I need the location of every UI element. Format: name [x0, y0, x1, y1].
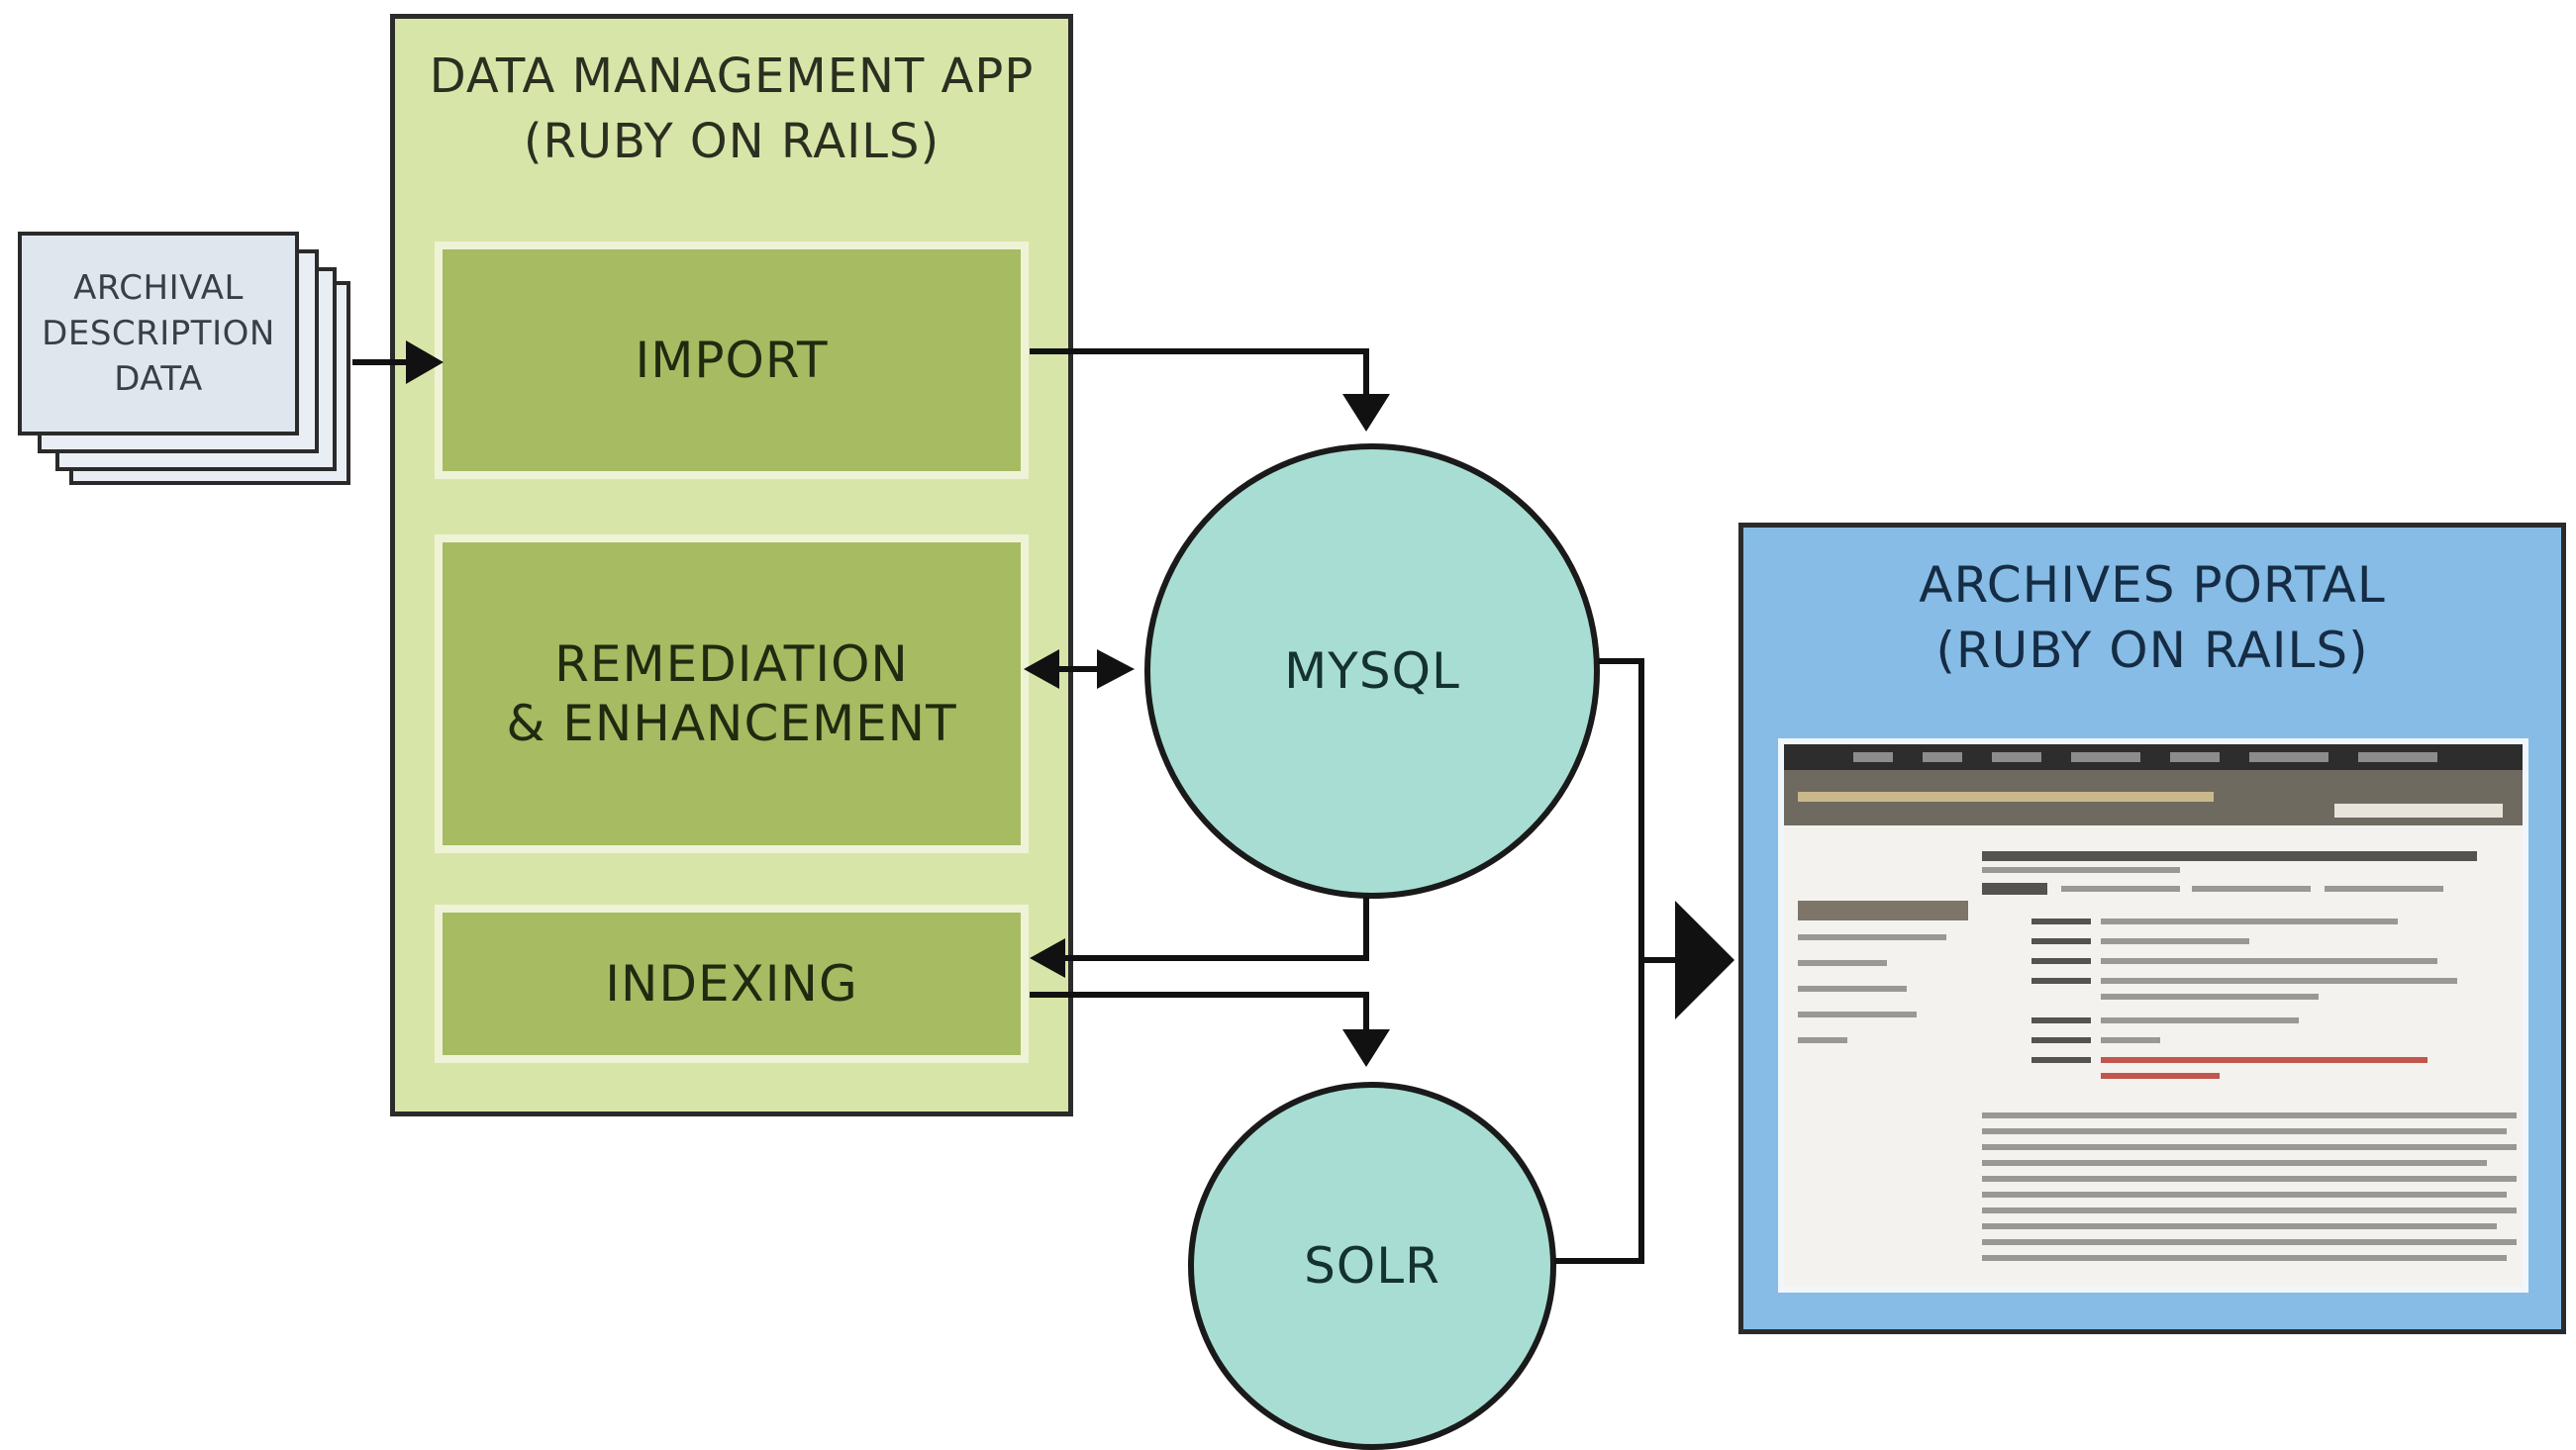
portal-title-line-1: ARCHIVES PORTAL — [1919, 556, 2386, 614]
mysql-label: MYSQL — [1284, 642, 1460, 700]
import-label: IMPORT — [635, 332, 829, 389]
solr-label: SOLR — [1304, 1237, 1440, 1295]
indexing-module: INDEXING — [435, 905, 1029, 1063]
solr-search-index: SOLR — [1188, 1082, 1556, 1450]
bracket-stores-to-portal — [1554, 658, 1644, 1264]
app-title-line-2: (RUBY ON RAILS) — [523, 114, 941, 169]
screenshot-banner — [1784, 770, 2523, 825]
data-management-app-title: DATA MANAGEMENT APP (RUBY ON RAILS) — [390, 44, 1073, 174]
source-label-line-3: DATA — [114, 359, 203, 399]
indexing-label: INDEXING — [605, 955, 858, 1013]
arrow-into-portal — [1675, 901, 1734, 1019]
remediation-label-line-2: & ENHANCEMENT — [506, 695, 957, 752]
screenshot-sidebar-active — [1798, 901, 1968, 920]
mysql-database: MYSQL — [1144, 443, 1600, 899]
source-label-line-1: ARCHIVAL — [73, 268, 244, 308]
arrow-indexing-to-solr — [1030, 992, 1369, 1033]
arrow-mysql-to-indexing — [1061, 897, 1369, 961]
screenshot-record-title — [1982, 851, 2477, 861]
screenshot-nav-bar — [1784, 744, 2523, 770]
remediation-label-line-1: REMEDIATION — [554, 635, 909, 693]
portal-screenshot — [1778, 738, 2528, 1293]
remediation-enhancement-module: REMEDIATION & ENHANCEMENT — [435, 534, 1029, 853]
source-label-line-2: DESCRIPTION — [42, 314, 275, 353]
archival-description-document: ARCHIVAL DESCRIPTION DATA — [18, 232, 299, 435]
portal-title-line-2: (RUBY ON RAILS) — [1935, 622, 2369, 679]
arrow-import-to-mysql — [1030, 348, 1369, 398]
archives-portal-title: ARCHIVES PORTAL (RUBY ON RAILS) — [1738, 552, 2566, 683]
app-title-line-1: DATA MANAGEMENT APP — [429, 48, 1035, 104]
